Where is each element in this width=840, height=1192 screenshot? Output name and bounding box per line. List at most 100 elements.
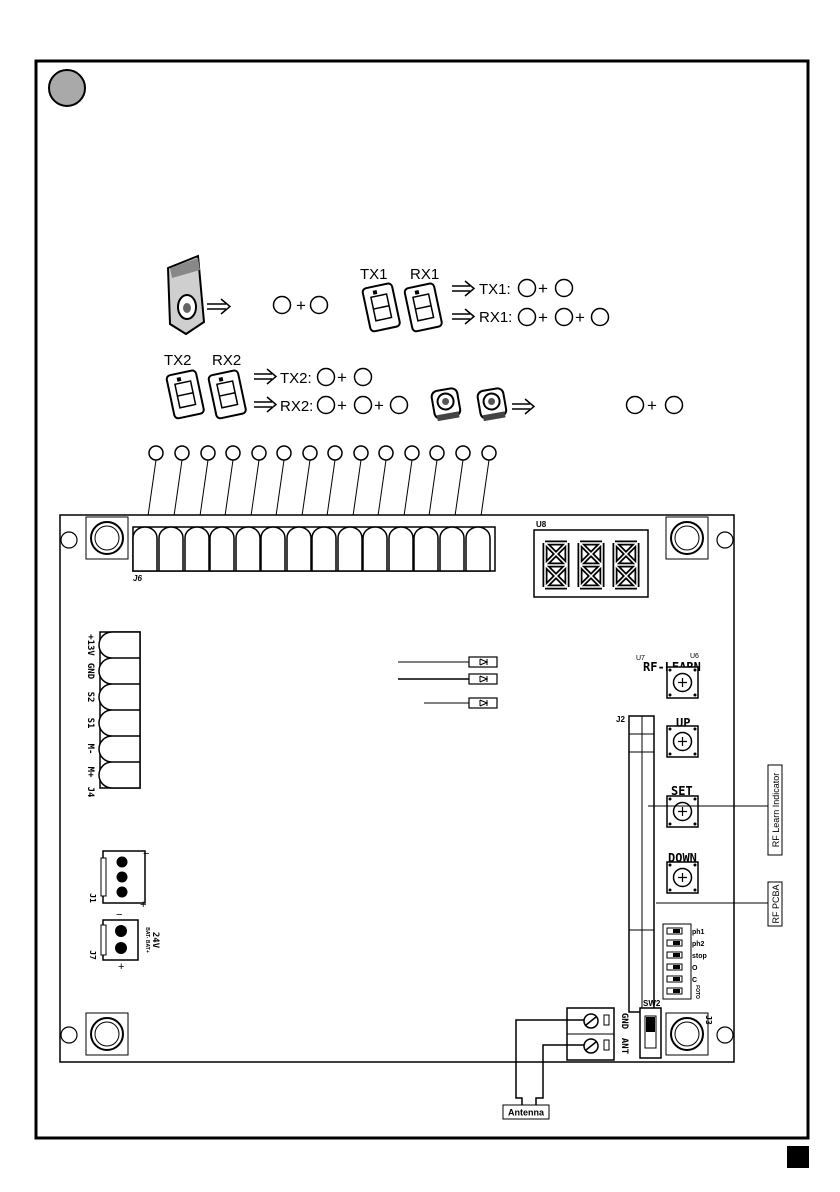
j6-label: J6 bbox=[133, 574, 142, 583]
photocell-tx2-icon bbox=[166, 370, 204, 419]
j2-label: J2 bbox=[616, 715, 625, 724]
flashing-lamp-icon bbox=[477, 387, 508, 421]
rf-pcba-text: RF PCBA bbox=[771, 884, 781, 923]
standoff bbox=[86, 1013, 128, 1055]
photocell-tx1-icon bbox=[362, 283, 400, 332]
terminal-circle bbox=[355, 369, 372, 386]
sw2-switch[interactable] bbox=[640, 1008, 661, 1058]
terminal-circle bbox=[627, 397, 644, 414]
plus-sign: + bbox=[575, 308, 585, 327]
j4-connector bbox=[99, 632, 140, 788]
plus-sign: + bbox=[374, 396, 384, 415]
terminal-circle bbox=[556, 309, 573, 326]
tx1-sequence-label: TX1: bbox=[479, 281, 511, 298]
seven-segment-display bbox=[534, 530, 648, 597]
u6-label: U6 bbox=[690, 653, 699, 660]
antenna-label: Antenna bbox=[508, 1108, 545, 1118]
plus-sign: + bbox=[647, 396, 657, 415]
j7-pin-labels: BAT- BAT+ bbox=[144, 927, 150, 953]
j4-label: J4 bbox=[85, 787, 95, 798]
photocell-rx2-icon bbox=[208, 370, 246, 419]
j4-pin-label: GND bbox=[85, 663, 95, 680]
terminal-circle bbox=[318, 369, 335, 386]
plus-sign: + bbox=[337, 368, 347, 387]
dip-label: stop bbox=[692, 953, 707, 960]
ant-label: ANT bbox=[619, 1038, 629, 1055]
arrow-icon bbox=[254, 397, 276, 412]
standoff bbox=[666, 1013, 708, 1055]
terminal-circle bbox=[592, 309, 609, 326]
u8-label: U8 bbox=[536, 520, 547, 529]
rx1-label: RX1 bbox=[410, 266, 439, 283]
section-marker-circle bbox=[49, 70, 85, 106]
standoff bbox=[86, 517, 128, 559]
led-indicator bbox=[469, 698, 497, 708]
terminal-circle bbox=[311, 297, 328, 314]
sw2-label: SW2 bbox=[643, 999, 661, 1008]
plus-sign: + bbox=[538, 308, 548, 327]
j4-pin-label: M+ bbox=[85, 767, 95, 778]
j1-plus: + bbox=[140, 899, 146, 911]
plus-sign: + bbox=[538, 279, 548, 298]
tx1-label: TX1 bbox=[360, 266, 388, 283]
flashing-lamp-icon bbox=[431, 387, 462, 421]
j7-minus: − bbox=[116, 909, 122, 921]
down-button[interactable] bbox=[667, 862, 698, 893]
dip-label: FOTO bbox=[694, 985, 700, 999]
mounting-hole bbox=[61, 532, 77, 548]
dip-label: O bbox=[692, 965, 698, 972]
terminal-circle bbox=[519, 280, 536, 297]
led-indicator bbox=[469, 674, 497, 684]
rx2-sequence-label: RX2: bbox=[280, 398, 313, 415]
arrow-icon bbox=[452, 281, 474, 296]
rf-learn-indicator-text: RF Learn Indicator bbox=[771, 773, 781, 848]
terminal-circle bbox=[355, 397, 372, 414]
j1-minus: − bbox=[143, 848, 149, 860]
plus-sign: + bbox=[296, 296, 306, 315]
tx2-label: TX2 bbox=[164, 352, 192, 369]
mounting-hole bbox=[717, 1027, 733, 1043]
j4-pin-label: M- bbox=[85, 744, 95, 755]
j4-pin-label: S2 bbox=[85, 692, 95, 703]
tx2-sequence-label: TX2: bbox=[280, 370, 312, 387]
arrow-icon bbox=[207, 299, 230, 314]
terminal-circle bbox=[274, 297, 291, 314]
up-button[interactable] bbox=[667, 726, 698, 757]
gnd-label: GND bbox=[619, 1013, 629, 1030]
dip-label: C bbox=[692, 977, 697, 984]
j4-pin-label: +13V bbox=[85, 634, 95, 656]
page-marker bbox=[787, 1146, 809, 1168]
antenna-terminal-block bbox=[567, 1008, 614, 1060]
j2-header bbox=[629, 716, 654, 1012]
plus-sign: + bbox=[337, 396, 347, 415]
arrow-icon bbox=[254, 369, 276, 384]
standoff bbox=[666, 517, 708, 559]
terminal-circle bbox=[519, 309, 536, 326]
j7-connector bbox=[101, 920, 138, 960]
j7-voltage-label: 24V bbox=[150, 932, 160, 949]
set-button[interactable] bbox=[667, 796, 698, 827]
rx2-label: RX2 bbox=[212, 352, 241, 369]
mounting-hole bbox=[61, 1027, 77, 1043]
terminal-circle bbox=[391, 397, 408, 414]
rf-learn-button[interactable] bbox=[667, 667, 698, 698]
terminal-circle bbox=[556, 280, 573, 297]
led-indicator bbox=[469, 657, 497, 667]
j7-label: J7 bbox=[88, 950, 97, 960]
j1-label: J1 bbox=[88, 893, 97, 903]
j3-label: J3 bbox=[704, 1015, 713, 1025]
arrow-icon bbox=[512, 399, 534, 414]
j7-plus: + bbox=[118, 961, 124, 973]
dip-label: ph1 bbox=[692, 929, 705, 936]
keyfob-remote-icon bbox=[168, 256, 204, 334]
terminal-circle bbox=[318, 397, 335, 414]
rx1-sequence-label: RX1: bbox=[479, 309, 512, 326]
rf-learn-indicator-tag: RF Learn Indicator bbox=[768, 765, 782, 855]
rf-pcba-tag: RF PCBA bbox=[768, 882, 782, 926]
antenna-tag: Antenna bbox=[503, 1105, 549, 1119]
j6-terminal-block bbox=[133, 527, 495, 571]
arrow-icon bbox=[452, 309, 474, 324]
j4-pin-label: S1 bbox=[85, 718, 95, 729]
dip-switch[interactable] bbox=[663, 924, 691, 999]
